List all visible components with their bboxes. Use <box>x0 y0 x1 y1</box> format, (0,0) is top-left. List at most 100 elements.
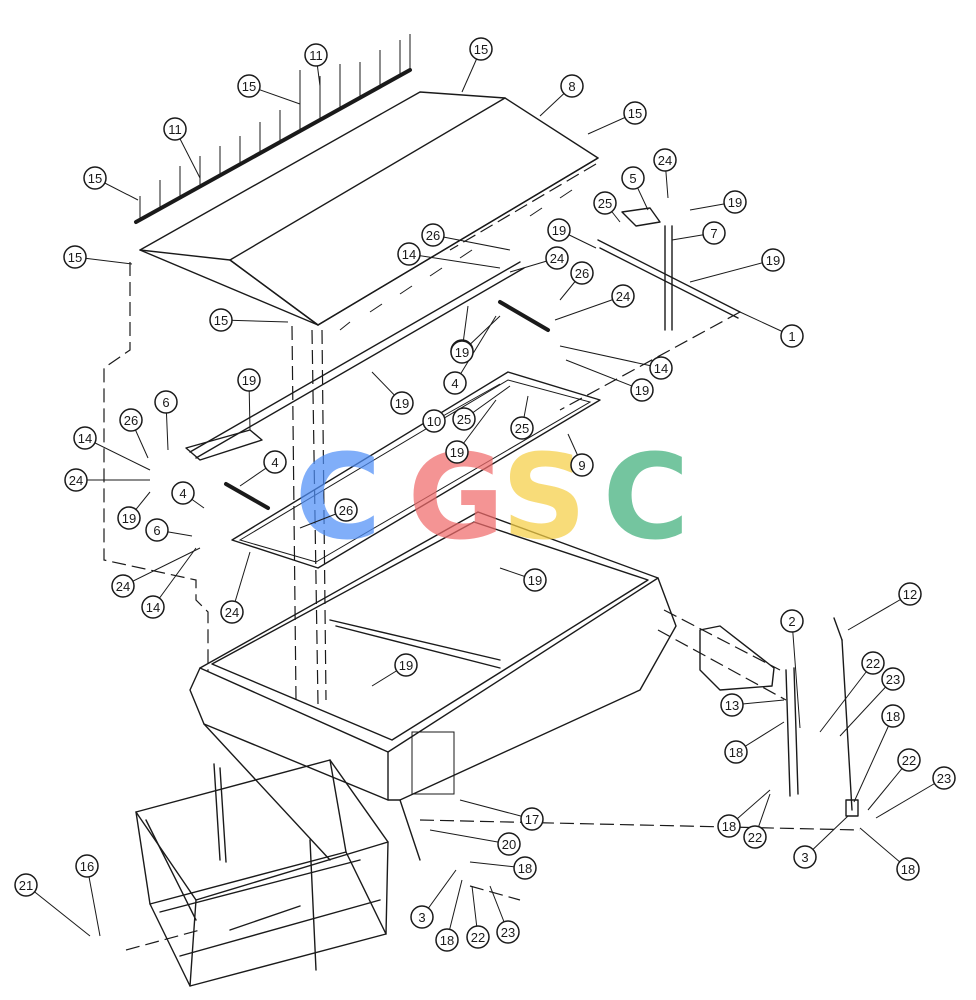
callout-number: 16 <box>80 859 94 874</box>
callout-circle <box>497 832 521 856</box>
callout-number: 25 <box>598 196 612 211</box>
callout-circle <box>720 693 744 717</box>
callout-circle <box>117 506 141 530</box>
callout-leader <box>819 662 874 733</box>
callout-circle <box>452 407 476 431</box>
right-bracket <box>597 207 741 331</box>
callout-circle <box>111 574 135 598</box>
callout-number: 13 <box>725 698 739 713</box>
callout-number: 19 <box>552 223 566 238</box>
callout-circle <box>390 391 414 415</box>
watermark-letter: S <box>502 428 587 566</box>
callout-number: 4 <box>451 376 458 391</box>
part-callout: 18 <box>853 704 905 803</box>
callout-circle <box>523 568 547 592</box>
callout-circle <box>545 246 569 270</box>
callout-circle <box>410 905 434 929</box>
callout-number: 15 <box>214 313 228 328</box>
part-callout: 26 <box>119 408 149 459</box>
callout-circle <box>593 191 617 215</box>
callout-number: 3 <box>418 910 425 925</box>
callout-number: 15 <box>88 171 102 186</box>
callout-circle <box>702 221 726 245</box>
part-callout: 26 <box>559 261 594 301</box>
callout-number: 19 <box>635 383 649 398</box>
callout-leader <box>408 253 501 269</box>
callout-leader <box>454 315 497 384</box>
callout-circle <box>304 43 328 67</box>
side-rail <box>185 261 525 461</box>
part-callout: 18 <box>724 721 785 764</box>
part-callout: 24 <box>653 148 677 199</box>
part-callout: 18 <box>469 856 537 880</box>
callout-number: 19 <box>728 195 742 210</box>
callout-number: 8 <box>568 79 575 94</box>
callout-circle <box>630 378 654 402</box>
part-callout: 14 <box>73 426 151 471</box>
callout-circle <box>898 582 922 606</box>
part-callout: 11 <box>163 117 201 179</box>
callout-number: 19 <box>528 573 542 588</box>
callout-number: 24 <box>658 153 672 168</box>
callout-number: 6 <box>162 395 169 410</box>
callout-circle <box>119 408 143 432</box>
callout-circle <box>145 518 169 542</box>
callout-circle <box>220 600 244 624</box>
callout-circle <box>83 166 107 190</box>
callout-circle <box>621 166 645 190</box>
callout-number: 24 <box>225 605 239 620</box>
callout-circle <box>14 873 38 897</box>
part-callout: 24 <box>220 551 251 624</box>
part-callout: 23 <box>489 885 520 944</box>
part-callout: 22 <box>867 748 921 811</box>
callout-number: 17 <box>525 812 539 827</box>
callout-leader <box>689 259 774 283</box>
callout-circle <box>897 748 921 772</box>
part-callout: 18 <box>717 789 771 838</box>
callout-number: 3 <box>801 850 808 865</box>
callout-circle <box>443 371 467 395</box>
part-callout: 19 <box>689 190 747 214</box>
callout-circle <box>881 704 905 728</box>
callout-circle <box>466 925 490 949</box>
callout-circle <box>513 856 537 880</box>
callout-number: 19 <box>242 373 256 388</box>
callout-number: 14 <box>78 431 92 446</box>
callout-number: 26 <box>575 266 589 281</box>
callout-circle <box>743 825 767 849</box>
part-callout: 25 <box>510 395 534 440</box>
part-callout: 4 <box>443 315 497 395</box>
callout-circle <box>209 308 233 332</box>
callout-circle <box>560 74 584 98</box>
callout-number: 14 <box>402 247 416 262</box>
callout-number: 14 <box>654 361 668 376</box>
part-callout: 19 <box>445 399 497 464</box>
callout-number: 19 <box>455 345 469 360</box>
part-callout: 14 <box>397 242 501 269</box>
callout-number: 19 <box>766 253 780 268</box>
part-callout: 23 <box>839 667 905 737</box>
part-callout: 4 <box>239 450 287 487</box>
callout-leader <box>152 547 197 608</box>
callout-circle <box>237 74 261 98</box>
callout-number: 18 <box>901 862 915 877</box>
callout-number: 26 <box>124 413 138 428</box>
callout-leader <box>122 547 201 587</box>
part-callout: 19 <box>371 653 418 687</box>
callout-number: 23 <box>886 672 900 687</box>
callout-leader <box>84 437 151 471</box>
callout-circle <box>653 148 677 172</box>
callout-number: 7 <box>710 226 717 241</box>
callout-number: 11 <box>309 48 323 63</box>
part-callout: 7 <box>671 221 726 245</box>
callout-number: 4 <box>271 455 278 470</box>
callout-circle <box>570 261 594 285</box>
callout-number: 15 <box>474 42 488 57</box>
callout-number: 22 <box>748 830 762 845</box>
callout-circle <box>63 245 87 269</box>
part-callout: 26 <box>421 223 511 251</box>
part-callout: 15 <box>63 245 133 269</box>
